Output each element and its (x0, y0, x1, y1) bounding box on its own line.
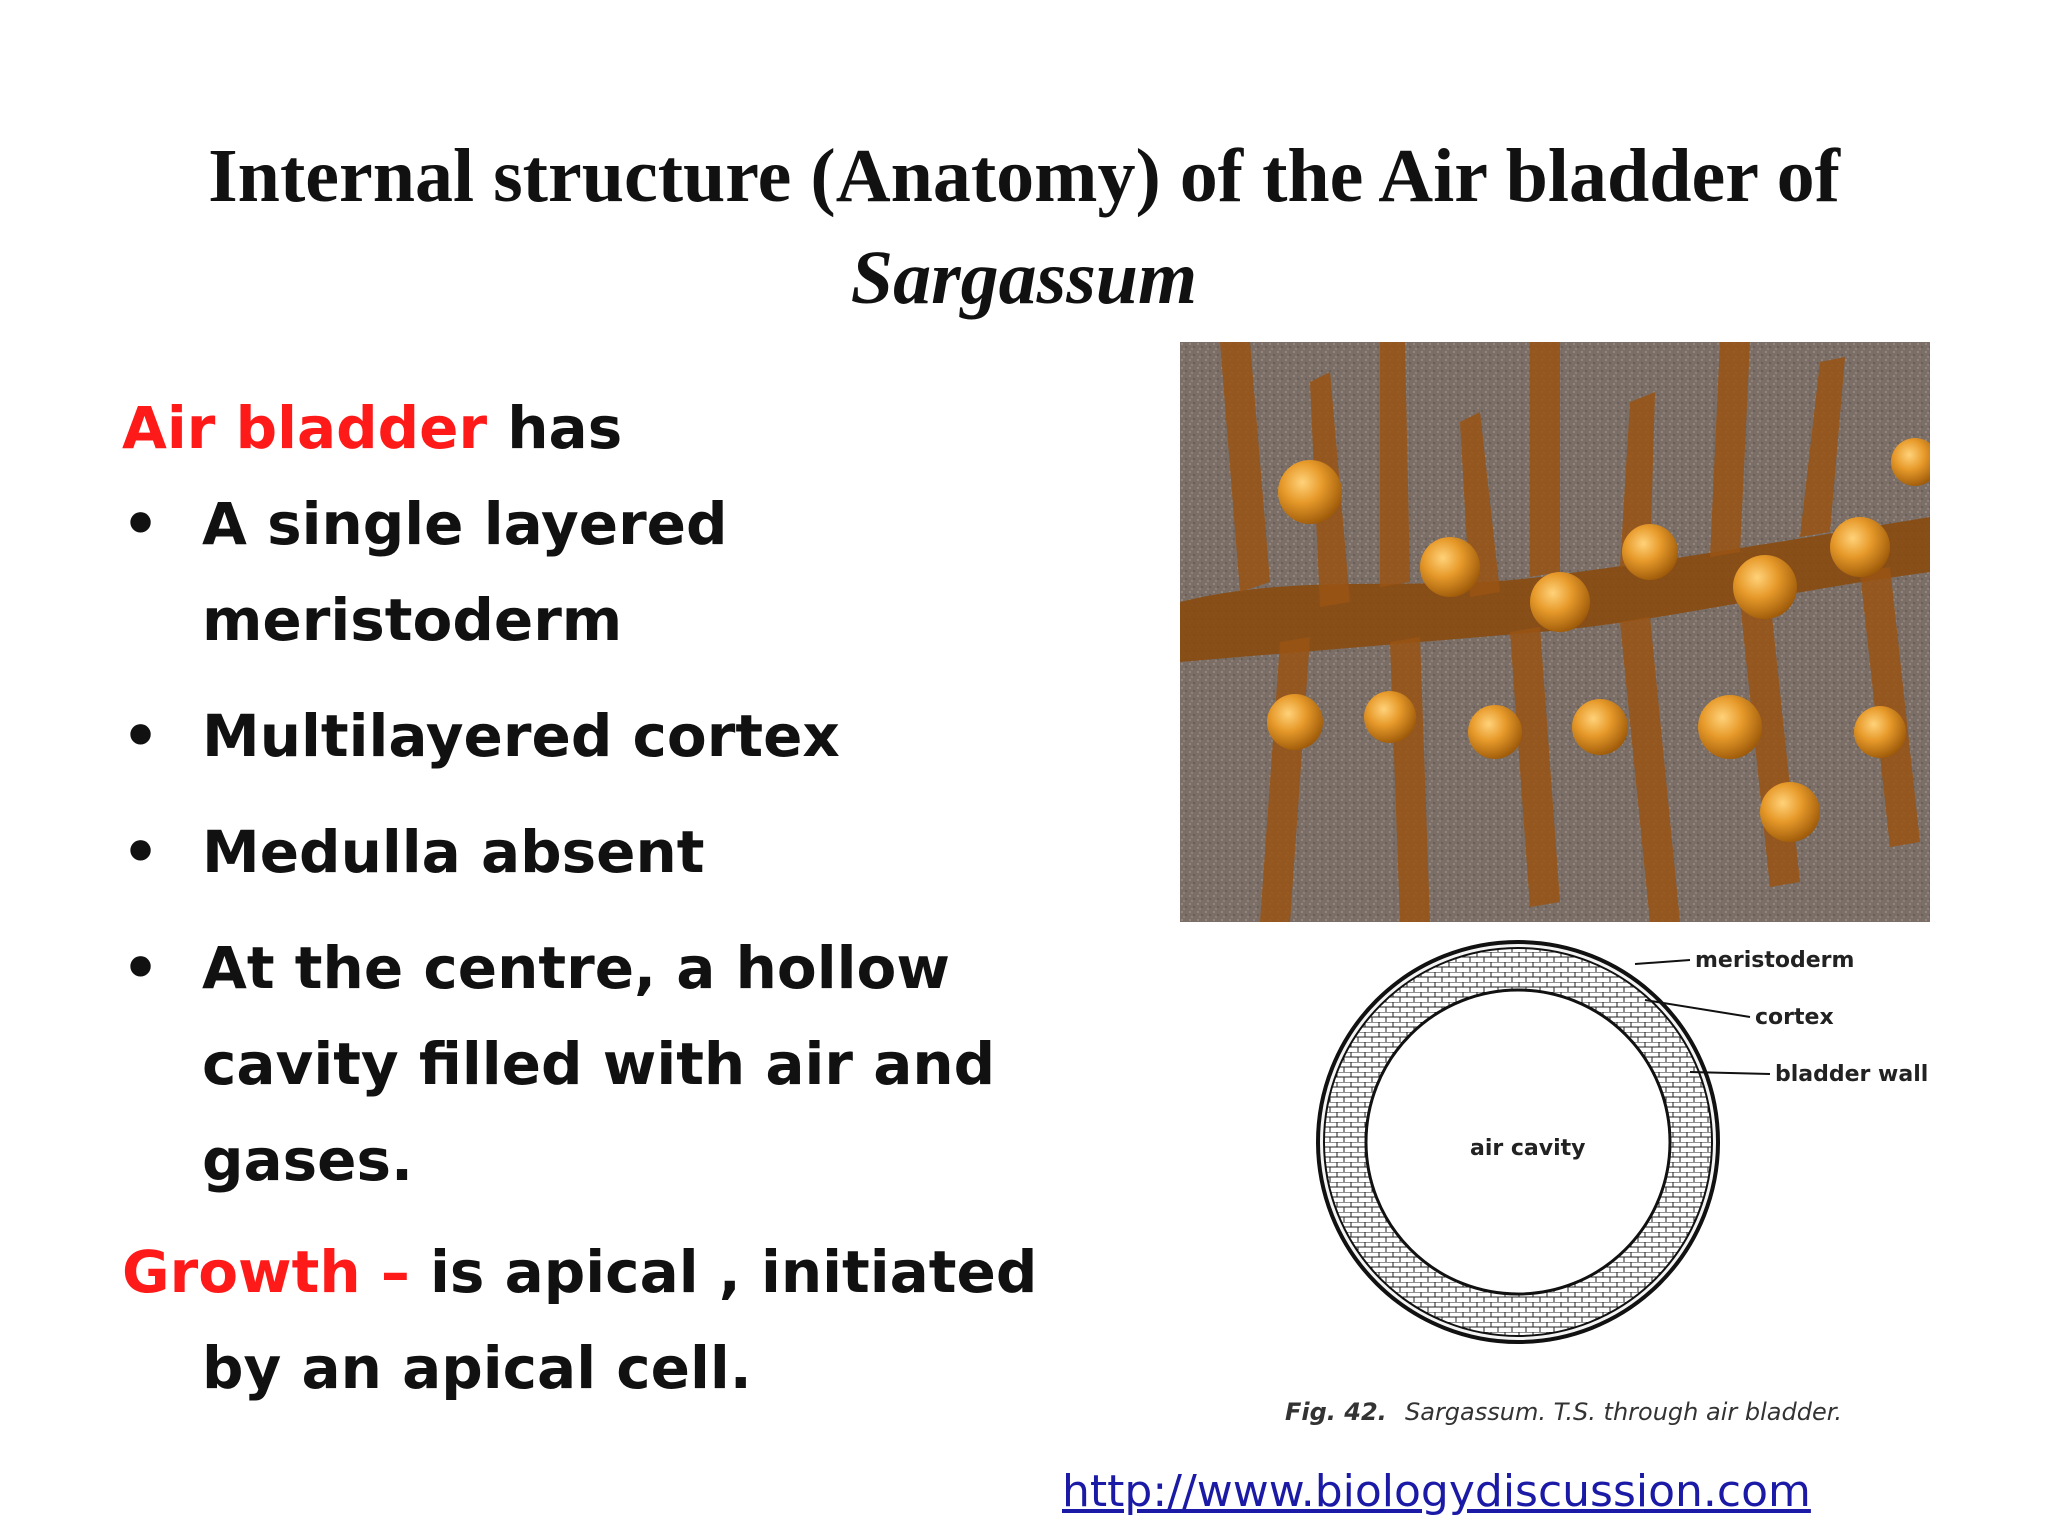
label-leaders (1634, 959, 1771, 1075)
air-bladder-diagram: meristoderm cortex bladder wall air cavi… (1285, 940, 1928, 1426)
bullet-text: A single layered (202, 490, 728, 558)
label-meristoderm: meristoderm (1695, 948, 1854, 973)
title-line-2: Sargassum (850, 236, 1198, 320)
label-cortex: cortex (1755, 1005, 1834, 1030)
bullet-dot: • (122, 934, 160, 1002)
bullet-dot: • (122, 818, 160, 886)
bullet-centre: • At the centre, a hollow cavity filled … (122, 920, 1082, 1208)
air-bladders (1267, 438, 1930, 842)
label-air-cavity: air cavity (1470, 1136, 1586, 1161)
growth-line: Growth – is apical , initiated (122, 1224, 1082, 1320)
growth-rest: is apical , initiated (409, 1238, 1038, 1306)
bullet-cortex: • Multilayered cortex (122, 688, 1082, 784)
intro-red: Air bladder (122, 394, 488, 462)
bullet-meristoderm: • A single layered meristoderm (122, 476, 1082, 668)
growth-line-2: by an apical cell. (202, 1334, 752, 1402)
title-line-1: Internal structure (Anatomy) of the Air … (208, 134, 1840, 218)
bullet-dot: • (122, 702, 160, 770)
bullet-text: Multilayered cortex (202, 702, 840, 770)
sargassum-photo (1180, 342, 1930, 922)
bullet-text: Medulla absent (202, 818, 705, 886)
intro-rest: has (487, 394, 623, 462)
growth-red: Growth – (122, 1238, 410, 1306)
body-text: Air bladder has • A single layered meris… (122, 380, 1082, 1416)
bullet-medulla: • Medulla absent (122, 804, 1082, 900)
label-bladder-wall: bladder wall (1775, 1062, 1928, 1087)
bullet-text: cavity filled with air and (202, 1030, 996, 1098)
bullet-dot: • (122, 490, 160, 558)
caption-text: Sargassum. T.S. through air bladder. (1405, 1398, 1842, 1426)
bullet-text: meristoderm (202, 586, 623, 654)
bullet-text: gases. (202, 1126, 414, 1194)
source-link[interactable]: http://www.biologydiscussion.com (1062, 1466, 1811, 1517)
bullet-text: At the centre, a hollow (202, 934, 950, 1002)
caption-fig: Fig. 42. (1285, 1398, 1387, 1426)
slide-title: Internal structure (Anatomy) of the Air … (0, 125, 2048, 329)
intro-line: Air bladder has (122, 380, 1082, 476)
air-cavity (1364, 988, 1672, 1296)
